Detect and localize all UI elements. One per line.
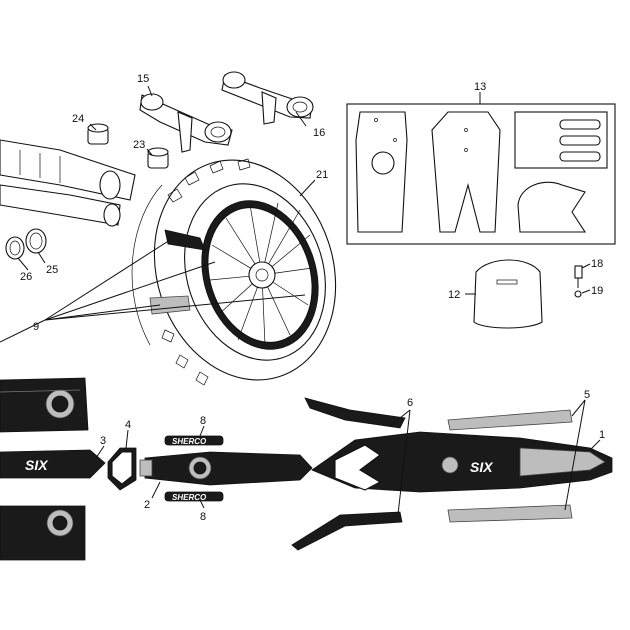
brand-text-b: SHERCO — [172, 493, 207, 502]
tank-decal-2 — [139, 451, 313, 486]
bushing-26 — [5, 236, 25, 260]
rear-decal-3: SIX — [0, 449, 106, 479]
callout-21: 21 — [316, 169, 328, 181]
callout-1: 1 — [599, 429, 605, 441]
callout-26: 26 — [20, 271, 32, 283]
callout-15: 15 — [137, 73, 149, 85]
upper-triple-clamp-16 — [221, 71, 314, 125]
fork-assembly — [0, 139, 136, 227]
callout-8-bottom: 8 — [200, 511, 206, 523]
callout-24: 24 — [72, 113, 84, 125]
callout-2: 2 — [144, 499, 150, 511]
nut-23 — [147, 147, 169, 169]
callout-25: 25 — [46, 264, 58, 276]
main-side-decal-1: SIX — [311, 431, 613, 493]
side-panel-decal-upper — [0, 377, 89, 433]
side-panel-decal-lower — [0, 505, 86, 561]
callout-6: 6 — [407, 397, 413, 409]
callout-8-top: 8 — [200, 415, 206, 427]
callout-13: 13 — [474, 81, 486, 93]
side-decal-5-bottom — [447, 504, 573, 523]
brand-decal-8-top: SHERCO — [164, 435, 224, 446]
callout-18: 18 — [591, 258, 603, 270]
callout-12: 12 — [448, 289, 460, 301]
screw-18 — [574, 265, 583, 288]
six-logo: SIX — [25, 457, 49, 473]
leader-lines — [0, 85, 601, 515]
brand-decal-8-bottom: SHERCO — [164, 491, 224, 502]
brand-text-a: SHERCO — [172, 437, 207, 446]
lower-triple-clamp-15 — [139, 93, 233, 153]
callout-3: 3 — [100, 435, 106, 447]
bushing-25 — [25, 228, 47, 254]
six-logo-main: SIX — [470, 459, 494, 475]
callout-23: 23 — [133, 139, 145, 151]
washer-19 — [574, 290, 582, 298]
side-decal-5-top — [447, 409, 573, 431]
callout-5: 5 — [584, 389, 590, 401]
callout-16: 16 — [313, 127, 325, 139]
decal-kit-13 — [346, 103, 616, 245]
decal-4 — [107, 447, 137, 491]
callout-labels: 15 16 13 21 24 23 25 26 9 12 18 19 6 5 1… — [20, 73, 605, 523]
bolt-24 — [87, 123, 109, 145]
shroud-decal-6-bottom — [291, 511, 403, 551]
front-wheel-21 — [131, 158, 337, 386]
callout-19: 19 — [591, 285, 603, 297]
shroud-decal-6-top — [304, 397, 406, 429]
callout-4: 4 — [125, 419, 131, 431]
number-plate-12 — [473, 259, 543, 329]
callout-9: 9 — [33, 321, 39, 333]
